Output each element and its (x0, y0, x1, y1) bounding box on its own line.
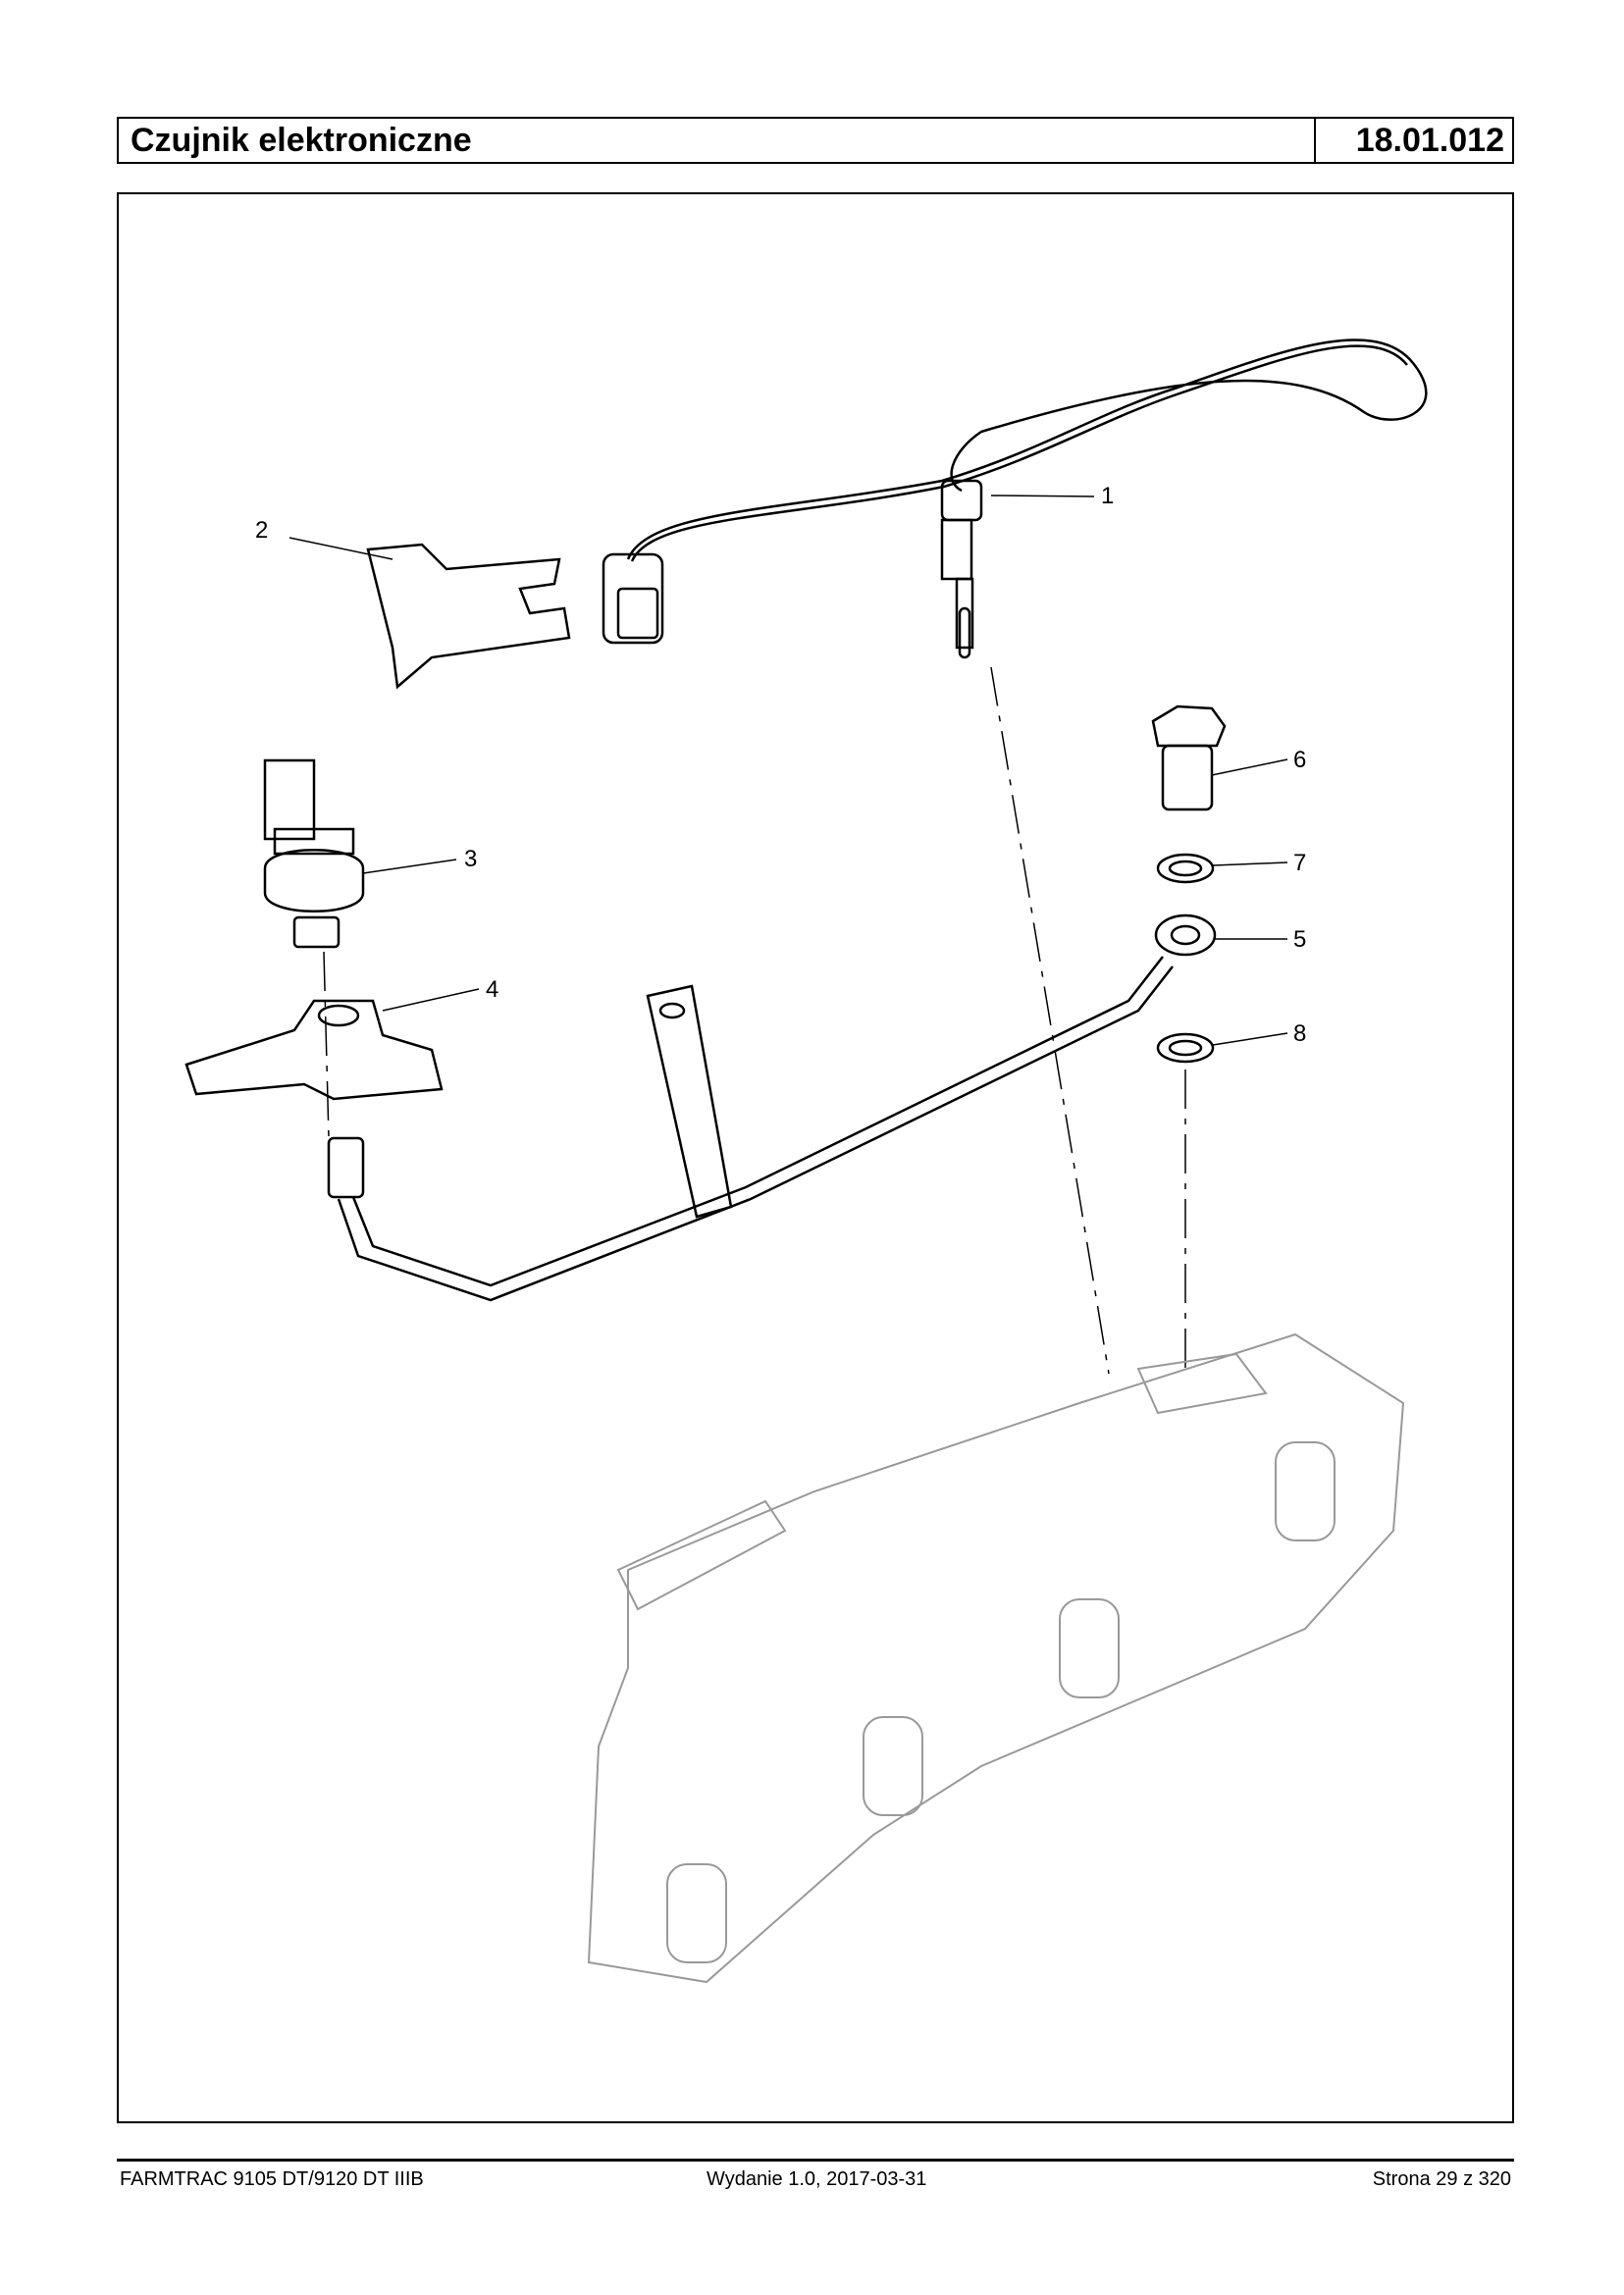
washer-7 (1156, 853, 1215, 884)
bracket-4 (184, 999, 444, 1101)
callout-2: 2 (255, 517, 269, 544)
exhaust-manifold (587, 1332, 1405, 1984)
section-number: 18.01.012 (1314, 119, 1512, 162)
callout-6: 6 (1293, 747, 1307, 773)
callout-4: 4 (486, 976, 499, 1003)
pipe-5 (327, 913, 1217, 1302)
callout-5: 5 (1293, 926, 1307, 953)
pressure-sensor-3 (263, 758, 365, 949)
footer-page: Strona 29 z 320 (1372, 2168, 1511, 2190)
footer-model: FARMTRAC 9105 DT/9120 DT IIIB (120, 2168, 424, 2190)
banjo-bolt-6 (1151, 704, 1227, 811)
page-title: Czujnik elektroniczne (131, 122, 472, 159)
callout-3: 3 (464, 846, 478, 872)
callout-7: 7 (1293, 850, 1307, 876)
page-header: Czujnik elektroniczne 18.01.012 (117, 117, 1514, 164)
washer-8 (1156, 1032, 1215, 1064)
callout-8: 8 (1293, 1020, 1307, 1047)
drawing-frame (117, 192, 1514, 2123)
footer-divider (117, 2159, 1514, 2162)
bracket-2 (366, 543, 571, 690)
footer-edition: Wydanie 1.0, 2017-03-31 (707, 2168, 927, 2190)
temperature-sensor-1 (602, 339, 1428, 659)
callout-1: 1 (1101, 483, 1115, 509)
